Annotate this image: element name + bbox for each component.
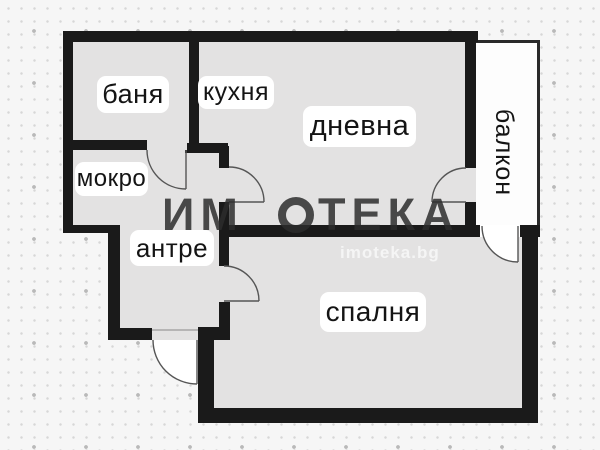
wall-spalnya-west: [198, 338, 214, 418]
door-opening-banya: [147, 140, 187, 150]
watermark-brand-right: ТЕКА: [318, 189, 460, 240]
wall-dnevna-balkon-upper: [465, 31, 476, 168]
door-opening-spalnya: [219, 266, 230, 302]
wall-outer-left: [63, 31, 73, 233]
room-label-mokro: мокро: [75, 162, 148, 196]
wall-kuhnya-jog: [185, 143, 228, 153]
wall-antre-west: [108, 225, 120, 340]
room-label-antre: антре: [130, 230, 214, 266]
balcony-wall-right: [537, 40, 540, 237]
wall-spalnya-east: [522, 237, 538, 423]
watermark-o-ring-icon: [278, 197, 314, 233]
watermark-brand-left: ИМ: [162, 189, 244, 240]
wall-dnevna-balkon-lower: [465, 202, 476, 225]
wall-antre-bottom: [108, 328, 152, 340]
balkon-door-swing: [431, 167, 467, 203]
balkon-spalnya-door-swing: [481, 225, 519, 263]
room-label-banya: баня: [97, 76, 169, 113]
banya-door-swing: [146, 149, 187, 190]
room-balkon-area: [476, 43, 537, 225]
door-opening-dnevna: [219, 168, 229, 202]
wall-spalnya-bottom: [198, 408, 538, 423]
room-label-kuhnya: кухня: [198, 76, 274, 109]
wall-mokro-bottom: [63, 225, 110, 233]
balcony-wall-top: [472, 40, 540, 43]
room-label-balkon: балкон: [480, 92, 528, 212]
room-label-balkon-text: балкон: [490, 108, 519, 196]
dnevna-door-swing: [228, 166, 265, 203]
wall-banya-bottom: [63, 140, 147, 150]
door-opening-balkon: [465, 168, 476, 202]
wall-antre-jog: [198, 327, 230, 340]
room-label-dnevna: дневна: [303, 106, 416, 147]
room-label-spalnya: спалня: [320, 292, 426, 332]
wall-corridor-dnevna-upper: [219, 146, 229, 168]
wall-outer-top: [63, 31, 478, 42]
entrance-door-swing: [152, 329, 198, 385]
wall-corridor-dnevna-mid: [219, 202, 229, 266]
door-opening-entrance: [152, 328, 198, 340]
wall-antre-spalnya-lower: [219, 302, 230, 328]
wall-banya-kuhnya: [189, 42, 199, 143]
watermark-site-url: imoteka.bg: [340, 243, 440, 262]
spalnya-door-swing: [223, 265, 260, 302]
